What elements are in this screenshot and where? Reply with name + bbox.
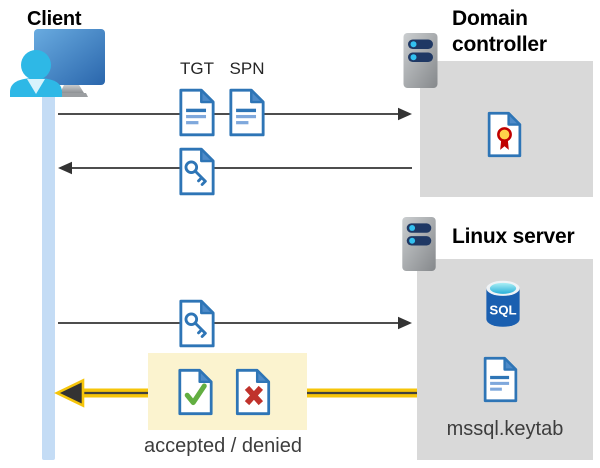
client-computer-icon bbox=[10, 29, 105, 97]
spn-label: SPN bbox=[229, 59, 265, 78]
person-icon bbox=[10, 50, 62, 97]
tgt-document-icon bbox=[179, 88, 215, 137]
keytab-document-icon bbox=[483, 356, 518, 403]
client-label: Client bbox=[27, 8, 82, 30]
domain-controller-server-icon bbox=[403, 33, 438, 88]
linux-server-label: Linux server bbox=[452, 225, 575, 248]
denied-x-document-icon bbox=[235, 368, 271, 416]
keytab-filename-label: mssql.keytab bbox=[446, 418, 564, 440]
sql-text: SQL bbox=[489, 302, 516, 317]
sql-database-icon: SQL bbox=[486, 280, 520, 327]
request-arrow-ticket-to-linux bbox=[58, 316, 412, 330]
key-document-icon bbox=[179, 299, 215, 348]
accepted-denied-label: accepted / denied bbox=[144, 435, 302, 457]
key-document-icon bbox=[179, 147, 215, 196]
linux-server-icon bbox=[402, 216, 436, 272]
domain-controller-label: Domain controller bbox=[452, 7, 547, 57]
accepted-denied-highlight bbox=[148, 353, 307, 430]
accepted-check-document-icon bbox=[178, 368, 213, 416]
tgt-label: TGT bbox=[180, 59, 214, 78]
response-arrow-ticket bbox=[58, 161, 412, 175]
request-arrow-tgt-spn bbox=[58, 107, 412, 121]
spn-document-icon bbox=[229, 88, 265, 137]
certificate-document-icon bbox=[487, 111, 522, 158]
client-lifeline bbox=[42, 88, 55, 460]
